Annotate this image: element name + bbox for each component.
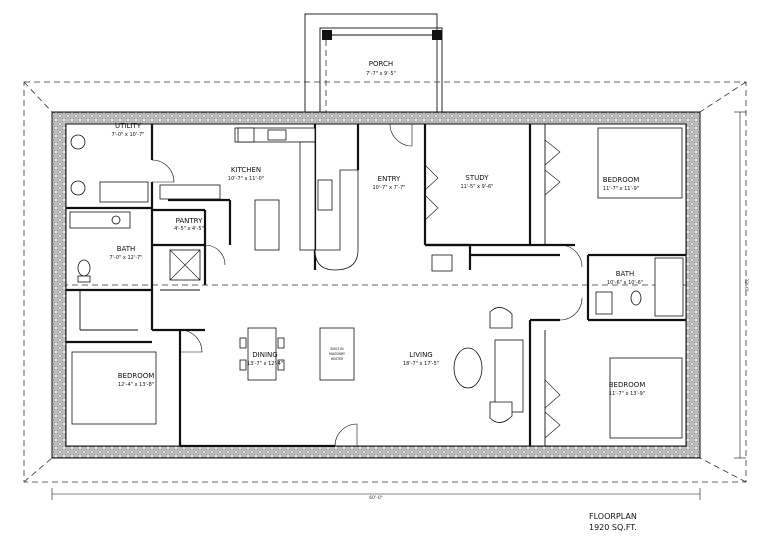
- bath-w-size: 7'-0" x 12'-7": [109, 255, 142, 261]
- bath-e-name: BATH: [616, 270, 635, 278]
- dining-name: DINING: [252, 351, 277, 359]
- kitchen-name: KITCHEN: [231, 166, 261, 174]
- bedroom-se-size: 11'-7" x 13'-9": [609, 391, 645, 397]
- heater-label-3: HEATER: [331, 357, 344, 361]
- porch-name: PORCH: [369, 60, 393, 68]
- kitchen-fixtures: [70, 127, 359, 281]
- bedroom-sw-name: BEDROOM: [118, 372, 155, 380]
- caption-area: 1920 SQ.FT.: [589, 523, 637, 532]
- masonry-heater: BUILT-IN MASONRY HEATER: [319, 327, 355, 381]
- roof-overhang-outline: [23, 81, 747, 483]
- caption-title: FLOORPLAN: [589, 512, 637, 521]
- overall-depth-dimension: 32'-0": [734, 111, 749, 459]
- living-size: 18'-7" x 17'-5": [403, 361, 439, 367]
- door-swings: [151, 123, 583, 447]
- study-size: 11'-5" x 9'-6": [460, 184, 493, 190]
- dining-size: 13'-7" x 12'-4": [247, 361, 283, 367]
- room-labels: PORCH 7'-7" x 9'-5" UTILITY 7'-0" x 10'-…: [109, 60, 645, 397]
- bedroom-se-name: BEDROOM: [609, 381, 646, 389]
- study-name: STUDY: [465, 174, 489, 182]
- bath-w-name: BATH: [117, 245, 136, 253]
- furniture: [71, 127, 683, 439]
- living-name: LIVING: [409, 351, 432, 359]
- plan-caption: FLOORPLAN 1920 SQ.FT.: [589, 512, 637, 532]
- entry-size: 10'-7" x 7'-7": [372, 185, 405, 191]
- pantry-name: PANTRY: [176, 217, 203, 225]
- overall-width-label: 60'-0": [369, 495, 383, 501]
- utility-name: UTILITY: [115, 122, 142, 130]
- porch-size: 7'-7" x 9'-5": [366, 71, 396, 77]
- heater-label-1: BUILT-IN: [331, 347, 345, 351]
- heater-label-2: MASONRY: [329, 352, 345, 356]
- bath-fixtures: [69, 211, 684, 317]
- overall-width-dimension: 60'-0": [51, 488, 701, 501]
- entry-name: ENTRY: [378, 175, 401, 183]
- pantry-size: 4'-5" x 4'-5": [174, 226, 204, 232]
- exterior-wall: [51, 111, 701, 459]
- bedroom-sw-size: 12'-4" x 13'-8": [118, 382, 154, 388]
- kitchen-size: 10'-7" x 11'-0": [228, 176, 264, 182]
- utility-size: 7'-0" x 10'-7": [111, 132, 144, 138]
- bedroom-ne-name: BEDROOM: [603, 176, 640, 184]
- bedroom-ne-size: 11'-7" x 11'-9": [603, 186, 639, 192]
- overall-depth-label: 32'-0": [743, 278, 749, 292]
- bath-e-size: 10'-6" x 10'-6": [607, 280, 643, 286]
